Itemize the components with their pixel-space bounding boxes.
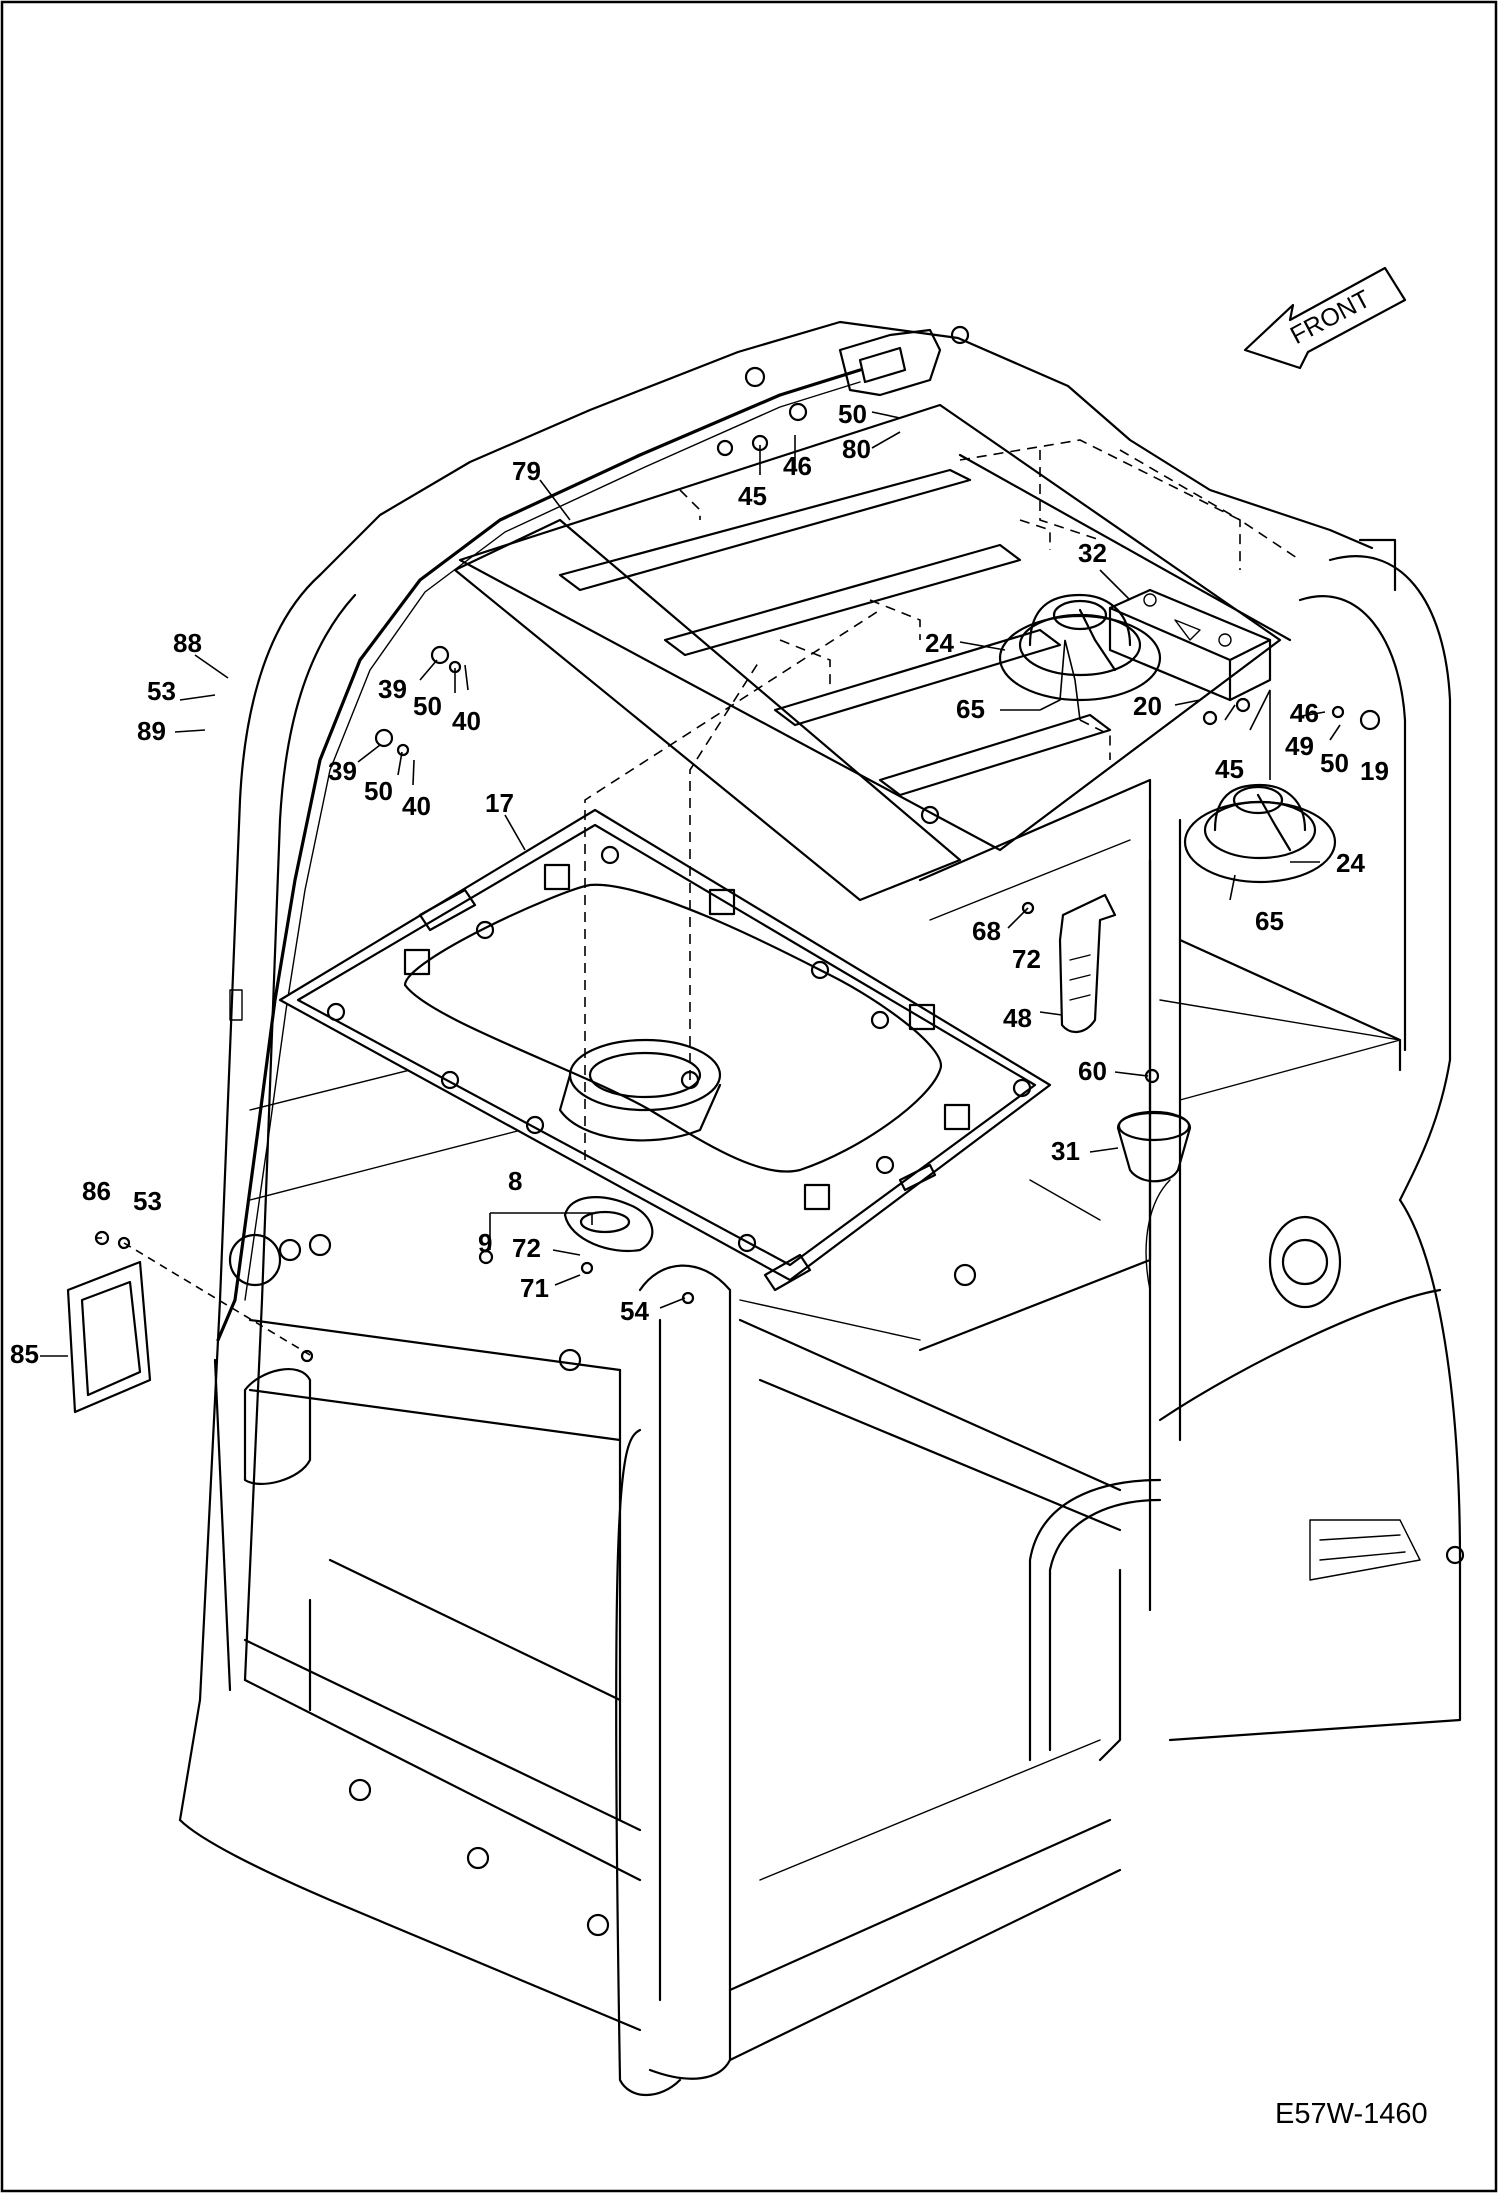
callout-86: 86 [82,1176,111,1206]
callout-50: 50 [413,691,442,721]
callout-39: 39 [378,674,407,704]
callout-45: 45 [738,481,767,511]
callout-46: 46 [1290,698,1319,728]
callout-8: 8 [508,1166,522,1196]
callout-85: 85 [10,1339,39,1369]
callout-9: 9 [478,1228,492,1258]
grab-handle [1058,893,1117,1033]
callout-80: 80 [842,434,871,464]
callout-19: 19 [1360,756,1389,786]
callout-68: 68 [972,916,1001,946]
cup-holder [1116,1110,1192,1183]
headliner-panel [278,808,1052,1292]
plate-85 [66,1260,152,1414]
callout-50: 50 [1320,748,1349,778]
callout-39: 39 [328,756,357,786]
callout-labels: 50 80 46 45 79 32 24 65 20 46 49 50 19 4… [10,399,1389,1369]
callout-60: 60 [1078,1056,1107,1086]
callout-54: 54 [620,1296,649,1326]
leader-lines [40,411,1341,1357]
callout-17: 17 [485,788,514,818]
callout-49: 49 [1285,731,1314,761]
radio-unit [1108,588,1272,702]
callout-24: 24 [925,628,954,658]
callout-88: 88 [173,628,202,658]
callout-72: 72 [512,1233,541,1263]
callout-48: 48 [1003,1003,1032,1033]
speaker-upper [998,593,1162,702]
front-direction-arrow: FRONT [1243,266,1407,370]
callout-24: 24 [1336,848,1365,878]
callout-65: 65 [956,694,985,724]
wire-harness [216,368,862,1342]
cab-frame [178,320,1465,2096]
callout-71: 71 [520,1273,549,1303]
callout-79: 79 [512,456,541,486]
callout-89: 89 [137,716,166,746]
callout-50: 50 [838,399,867,429]
callout-53: 53 [147,676,176,706]
callout-40: 40 [452,706,481,736]
callout-65: 65 [1255,906,1284,936]
callout-31: 31 [1051,1136,1080,1166]
callout-50: 50 [364,776,393,806]
callout-40: 40 [402,791,431,821]
callout-46: 46 [783,451,812,481]
headliner-top [453,403,1397,902]
callout-45: 45 [1215,754,1244,784]
fasteners [94,402,1381,1363]
hinge-bracket [838,325,970,397]
drawing-code: E57W-1460 [1275,2098,1428,2130]
callout-72: 72 [1012,944,1041,974]
callout-20: 20 [1133,691,1162,721]
callout-53: 53 [133,1186,162,1216]
speaker-lower [1183,783,1337,884]
callout-32: 32 [1078,538,1107,568]
pad-8 [563,1196,654,1253]
